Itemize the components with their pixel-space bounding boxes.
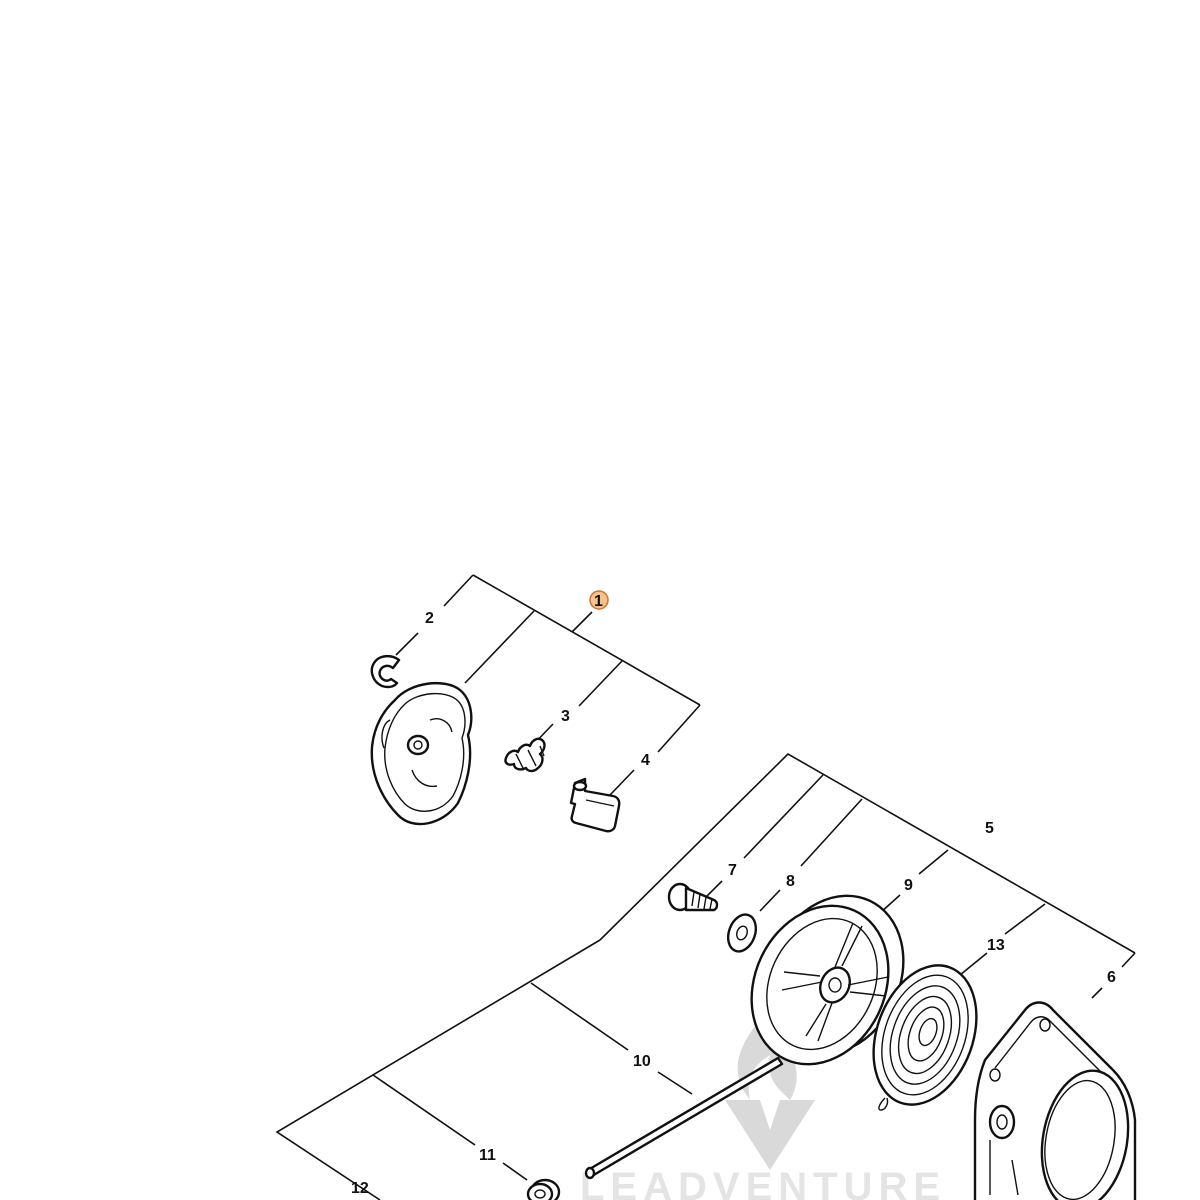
starter-rope-part: [584, 1056, 784, 1180]
callout-2[interactable]: 2: [425, 610, 434, 627]
callout-9[interactable]: 9: [904, 877, 913, 894]
callout-10[interactable]: 10: [633, 1053, 651, 1070]
e-clip-part: [370, 655, 401, 689]
rope-rotor-part: [750, 894, 905, 1066]
watermark-chevron-icon: [725, 1100, 815, 1170]
rope-guide-bushing-part: [526, 1178, 561, 1200]
pawl-spring-part: [504, 737, 546, 773]
callout-12[interactable]: 12: [351, 1180, 369, 1197]
watermark-flame-icon: [737, 1020, 797, 1100]
callout-labels: 1 2 3 4 5 6 7 8 9 10 11 12 13: [351, 590, 1116, 1197]
starter-housing-part: [973, 1001, 1137, 1200]
callout-8[interactable]: 8: [786, 873, 795, 890]
callout-4[interactable]: 4: [641, 752, 650, 769]
rewind-spring-part: [872, 964, 978, 1111]
rope-rotor-cap-part: [370, 682, 473, 826]
callout-11[interactable]: 11: [479, 1147, 496, 1164]
callout-3[interactable]: 3: [561, 708, 570, 725]
leader-lines-lower: [275, 753, 1136, 1200]
callout-6[interactable]: 6: [1107, 969, 1116, 986]
callout-5[interactable]: 5: [985, 820, 994, 837]
selected-callout-marker[interactable]: [589, 590, 609, 610]
washer-part: [726, 913, 758, 953]
callout-7[interactable]: 7: [728, 862, 737, 879]
screw-part: [667, 882, 719, 912]
pawl-part: [569, 777, 621, 833]
watermark-text: LEADVENTURE: [580, 1165, 946, 1200]
callout-1[interactable]: 1: [594, 593, 603, 610]
leader-lines-upper: [395, 574, 701, 796]
watermark: LEADVENTURE: [580, 1020, 946, 1200]
callout-13[interactable]: 13: [987, 937, 1005, 954]
